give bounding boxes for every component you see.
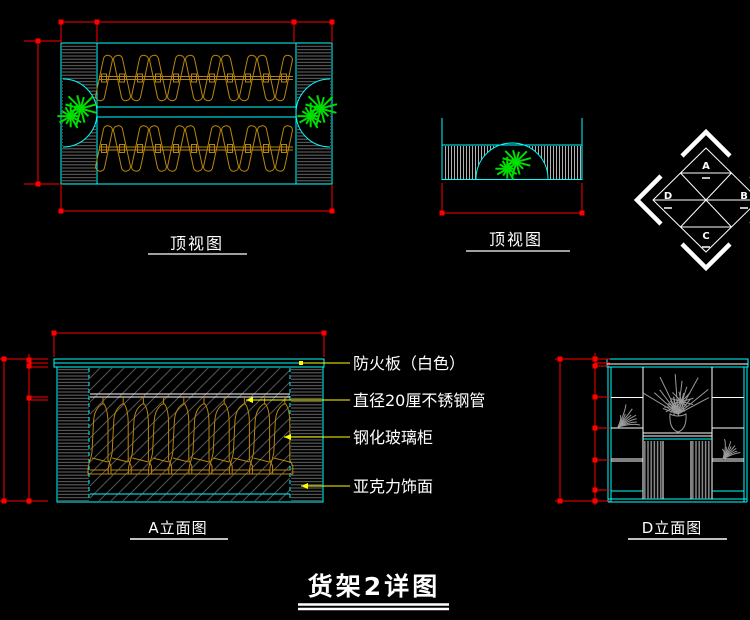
- drawing-title: 货架2详图: [308, 572, 440, 601]
- annotation-fireproof-board: 防火板（白色）: [353, 354, 465, 373]
- annotation-steel-pipe: 直径20厘不锈钢管: [353, 391, 485, 410]
- annotation-leaders: [246, 361, 350, 489]
- top-view-plan-1: [24, 19, 338, 255]
- orientation-letter-a: A: [702, 161, 710, 172]
- orientation-letter-d: D: [664, 191, 672, 202]
- elevation-d-view: [555, 353, 749, 540]
- title-underline: [298, 603, 449, 611]
- top-view-2-label: 顶视图: [489, 230, 543, 249]
- elevation-a-label: A立面图: [148, 519, 207, 537]
- elevation-d-label: D立面图: [642, 519, 703, 537]
- top-view-1-label: 顶视图: [170, 234, 224, 253]
- top-view-plan-2: [439, 118, 585, 252]
- orientation-letter-c: C: [702, 231, 709, 242]
- orientation-key-diamond: [633, 128, 750, 272]
- orientation-letter-b: B: [740, 191, 748, 202]
- elevation-a-view: [0, 330, 327, 540]
- annotation-acrylic-finish: 亚克力饰面: [353, 477, 433, 496]
- annotation-glass-cabinet: 钢化玻璃柜: [353, 428, 433, 447]
